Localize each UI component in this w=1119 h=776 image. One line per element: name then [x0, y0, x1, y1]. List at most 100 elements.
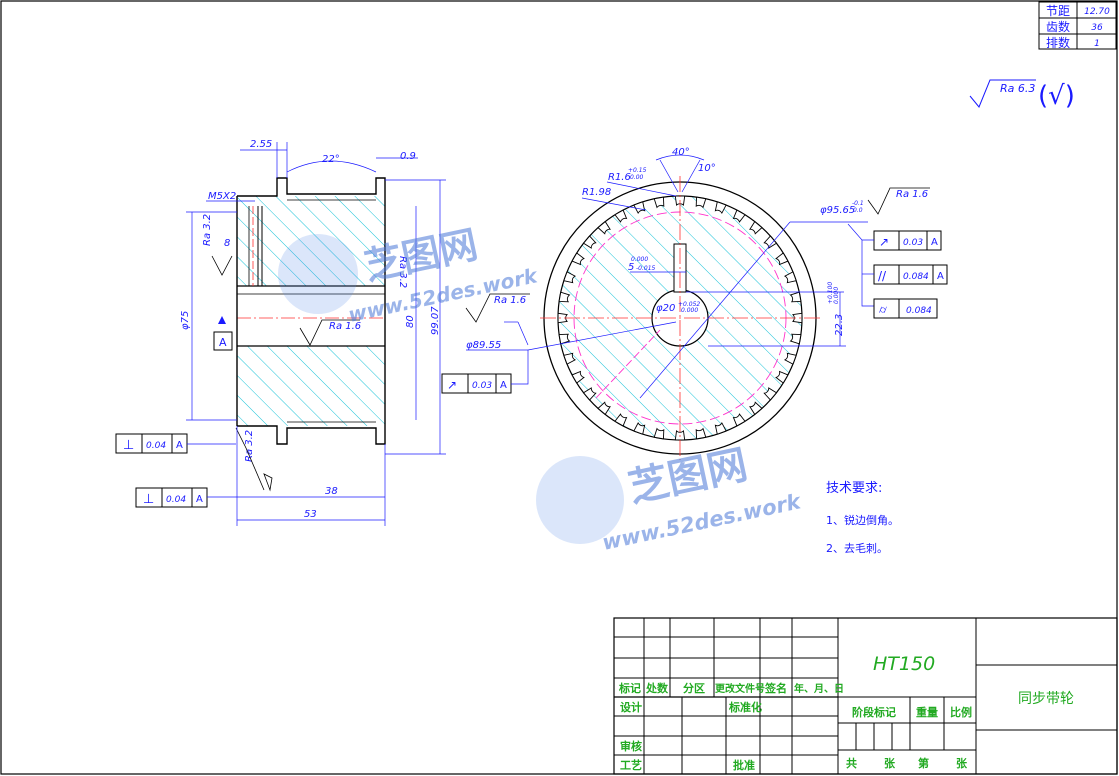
dim-phi9565-tol-dn: 0.0 — [853, 207, 863, 214]
dim-ra16-left: Ra 1.6 — [494, 295, 526, 306]
dim-bore-tol-up: +0.052 — [678, 301, 700, 308]
tb-sheet-unit1: 张 — [884, 756, 896, 770]
spec-label-rows: 排数 — [1046, 35, 1070, 50]
gdt1-tol: 0.04 — [146, 441, 166, 451]
tooth-notch — [558, 291, 571, 303]
gdt-parallelism: // 0.084 A — [862, 264, 948, 285]
dim-22-3-tol-dn: 0.000 — [833, 287, 840, 304]
general-ra-paren: (√) — [1038, 81, 1075, 111]
dim-bore: φ20 — [656, 303, 675, 314]
dim-ra16-bore: Ra 1.6 — [329, 321, 361, 332]
gdt-runout-2: ↗ 0.03 A — [441, 350, 529, 394]
tooth-notch — [563, 271, 577, 284]
dim-40deg: 40° — [672, 147, 690, 158]
gdt-run2-tol: 0.03 — [472, 381, 492, 391]
dim-80: 80 — [405, 315, 416, 328]
dim-phi9565: φ95.65 — [820, 205, 855, 216]
dim-ra32-b: Ra 3.2 — [397, 256, 408, 288]
gdt-run1-tol: 0.03 — [903, 238, 923, 248]
front-section-view: 2.55 22° 0.9 M5X2 Ra 3.2 8 Ra 3.2 Ra 1.6… — [115, 139, 446, 526]
dim-38: 38 — [325, 486, 338, 497]
general-ra-label: Ra 6.3 — [1000, 82, 1035, 95]
tb-header-doc: 更改文件号 — [715, 682, 765, 695]
tb-sheet-total: 共 — [846, 756, 857, 770]
tooth-notch — [563, 352, 577, 365]
tooth-notch — [763, 387, 778, 401]
spec-table: 节距 12.70 齿数 36 排数 1 — [1038, 1, 1117, 50]
tooth-notch — [789, 291, 802, 303]
tooth-notch — [792, 312, 803, 324]
dim-phi9565-tol-up: -0.1 — [852, 200, 864, 207]
watermark-1: 芝图网 www.52des.work — [278, 222, 541, 327]
spec-value-pitch: 12.70 — [1084, 7, 1110, 17]
gdt2-ref: A — [196, 494, 203, 505]
gdt-run2-ref: A — [500, 380, 507, 391]
tooth-notch — [775, 252, 789, 266]
tb-approve: 批准 — [733, 758, 755, 772]
gdt-cyl-tol: 0.084 — [906, 306, 932, 316]
side-view: 40° 10° R1.6 +0.15 0.00 R1.98 φ95.65 -0.… — [441, 147, 948, 460]
gdt-perpendicularity-1: ⊥ 0.04 A — [115, 433, 236, 454]
dim-r16: R1.6 — [608, 172, 631, 183]
tb-header-count: 处数 — [645, 681, 669, 695]
tb-material: HT150 — [873, 653, 935, 675]
dim-99-07: 99.07 — [430, 306, 441, 335]
tooth-notch — [633, 201, 646, 215]
tech-req-title: 技术要求: — [826, 481, 882, 496]
dim-bore-tol-dn: 0.000 — [681, 307, 698, 314]
dim-10deg: 10° — [698, 163, 716, 174]
dim-0-9: 0.9 — [400, 151, 416, 162]
tooth-notch — [749, 401, 763, 416]
gdt1-ref: A — [176, 440, 183, 451]
tooth-profiles — [557, 195, 803, 441]
tooth-notch — [614, 413, 628, 427]
spec-label-teeth: 齿数 — [1046, 19, 1070, 34]
dim-8: 8 — [224, 238, 230, 249]
tb-design: 设计 — [620, 700, 642, 714]
dim-53: 53 — [304, 509, 317, 520]
dim-key5-tol-up: 0.000 — [631, 256, 648, 263]
tooth-notch — [557, 312, 568, 324]
gdt-run1-ref: A — [931, 237, 938, 248]
tech-req-item-2: 2、去毛刺。 — [826, 542, 888, 555]
tb-sheet-no: 第 — [918, 756, 929, 770]
gdt2-tol: 0.04 — [166, 495, 186, 505]
dim-key5-tol-dn: -0.015 — [636, 265, 656, 272]
tb-header-zone: 分区 — [683, 681, 705, 695]
tooth-notch — [571, 370, 585, 384]
tb-review: 审核 — [620, 739, 642, 753]
dim-r16-tol-dn: 0.00 — [630, 174, 644, 181]
tooth-notch — [597, 401, 611, 416]
tb-header-mark: 标记 — [618, 681, 641, 695]
tb-sheet-unit2: 张 — [956, 756, 968, 770]
tooth-notch — [789, 333, 802, 345]
tooth-notch — [597, 220, 611, 235]
tooth-notch — [749, 220, 763, 235]
dim-r16-tol-up: +0.15 — [628, 167, 647, 174]
svg-text:↗: ↗ — [879, 235, 889, 249]
tooth-notch — [614, 209, 628, 223]
gdt-runout-1: ↗ 0.03 A — [847, 223, 942, 307]
dim-22-3-tol-up: +0.100 — [827, 282, 834, 304]
watermark-2: 芝图网 www.52des.work — [536, 442, 805, 555]
gdt-perpendicularity-2: ⊥ 0.04 A — [135, 487, 276, 508]
tooth-notch — [582, 387, 597, 401]
title-block: 标记 处数 分区 更改文件号 签名 年、月、日 设计 标准化 审核 工艺 批准 … — [613, 617, 1118, 775]
svg-text:⌭: ⌭ — [879, 303, 887, 316]
dim-22-3: 22.3 — [834, 314, 845, 336]
dim-ra32-c: Ra 3.2 — [244, 430, 255, 462]
dim-key5: 5 — [628, 262, 634, 273]
tooth-notch — [558, 333, 571, 345]
svg-text://: // — [878, 269, 887, 283]
general-surface-finish: Ra 6.3 (√) — [969, 79, 1075, 111]
dim-r198: R1.98 — [582, 187, 611, 198]
dim-2-55: 2.55 — [250, 139, 272, 150]
svg-text:↗: ↗ — [447, 378, 457, 392]
tooth-notch — [714, 201, 727, 215]
watermark-brand-2: 芝图网 — [625, 442, 752, 512]
tb-stage-mark: 阶段标记 — [852, 705, 896, 719]
dim-phi75: φ75 — [180, 311, 191, 330]
tb-part-name: 同步带轮 — [1018, 691, 1074, 707]
